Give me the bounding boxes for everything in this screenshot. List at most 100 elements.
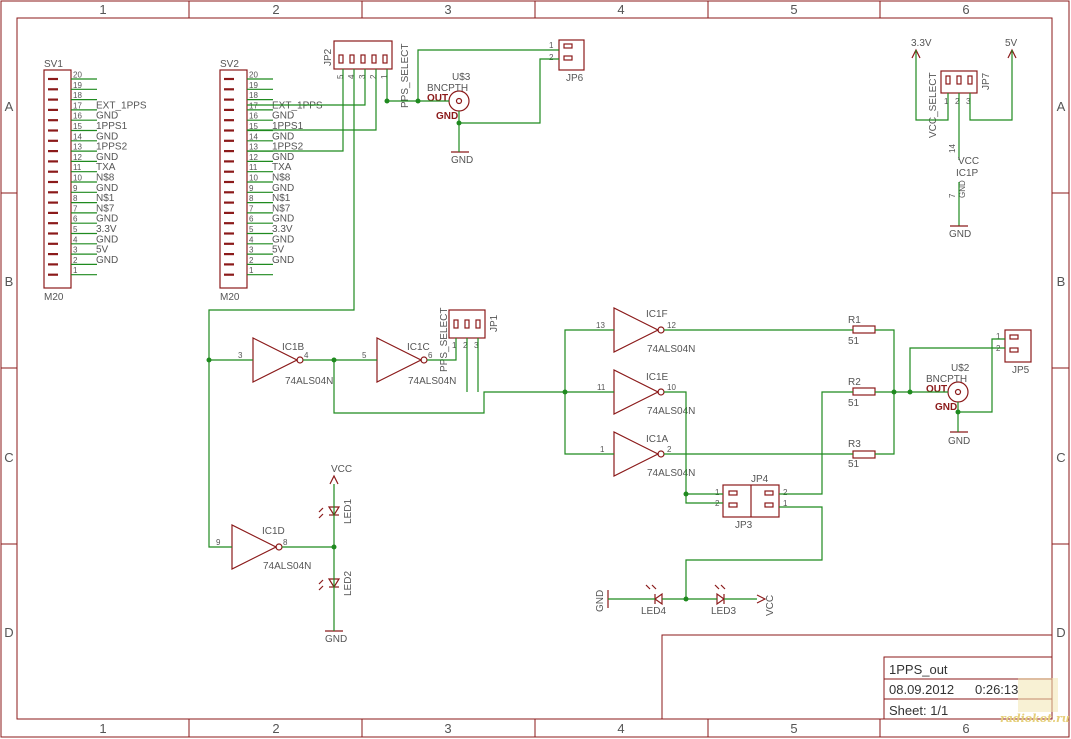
u2-gnd-pin: GND <box>935 402 957 413</box>
jp7-pin: 2 <box>955 97 960 106</box>
gnd-symbol-bottom: GND <box>595 590 609 612</box>
u2-out: OUT <box>926 384 947 395</box>
jumper-jp7: 1 2 3 JP7 VCC_SELECT 3.3V 5V <box>911 38 1018 160</box>
sv1-net-label: GND <box>96 111 118 122</box>
sv1-value: M20 <box>44 292 64 303</box>
jumper-jp4-jp3: JP4 JP3 2 1 1 2 <box>715 474 788 531</box>
jp1-pin: 1 <box>452 341 457 350</box>
vcc-symbol-bottom: VCC <box>756 594 776 616</box>
sv2-net-label: EXT_1PPS <box>272 100 323 111</box>
jp5-pin: 1 <box>996 332 1001 341</box>
gnd-label: GND <box>949 229 971 240</box>
r1-value: 51 <box>848 336 860 347</box>
sv2-net-label: GND <box>272 183 294 194</box>
column-label: 1 <box>99 721 106 736</box>
ic1p-gnd: GND <box>958 180 967 198</box>
sv2-net-label: 3.3V <box>272 224 293 235</box>
sv1-pin-number: 14 <box>73 132 82 141</box>
u3-gnd-pin: GND <box>436 111 458 122</box>
gnd-label: GND <box>595 590 606 612</box>
ic1b-value: 74ALS04N <box>285 376 333 387</box>
sv1-net-label: 5V <box>96 245 109 256</box>
sv2-value: M20 <box>220 292 240 303</box>
sv2-pin-number: 4 <box>249 235 254 244</box>
jp2-pin: 4 <box>347 74 356 79</box>
led-led3: LED3 <box>711 584 736 617</box>
sv1-pin-number: 20 <box>73 71 82 80</box>
sv2-pin-number: 11 <box>249 163 258 172</box>
jumper-jp1: JP1 PPS_SELECT 1 2 3 <box>439 308 500 372</box>
column-label: 6 <box>962 2 969 17</box>
sv1-pin-number: 13 <box>73 143 82 152</box>
sv1-net-label: GND <box>96 131 118 142</box>
sv2-pin-number: 17 <box>249 101 258 110</box>
sv2-pin-number: 20 <box>249 71 258 80</box>
column-label: 3 <box>444 2 451 17</box>
sv1-pin-number: 3 <box>73 246 78 255</box>
title-block: 1PPS_out 08.09.2012 0:26:13 Sheet: 1/1 <box>661 634 1053 720</box>
bnc-connector-u3: U$3 BNCPTH OUT GND GND <box>427 72 473 166</box>
gnd-symbol-left: GND <box>325 630 347 645</box>
led-led1: LED1 <box>318 499 354 524</box>
u2-value: BNCPTH <box>926 374 967 385</box>
jp6-pin: 1 <box>549 41 554 50</box>
jumper-jp6: 1 2 JP6 <box>549 39 585 84</box>
wires-main <box>206 329 1005 631</box>
sv2-net-label: GND <box>272 131 294 142</box>
sv1-net-label: GND <box>96 183 118 194</box>
ic1a-value: 74ALS04N <box>647 468 695 479</box>
sv2-net-label: 1PPS1 <box>272 121 304 132</box>
sv1-pin-number: 6 <box>73 215 78 224</box>
inverter-ic1d: IC1D 74ALS04N 9 8 <box>216 524 311 572</box>
date-text: 08.09.2012 <box>889 682 954 697</box>
jp4-pin: 2 <box>783 488 788 497</box>
jp2-pin: 1 <box>380 74 389 79</box>
column-label: 2 <box>272 2 279 17</box>
sv1-net-label: TXA <box>96 162 116 173</box>
r1-name: R1 <box>848 315 861 326</box>
sv1-pin-number: 11 <box>73 163 82 172</box>
sv1-net-label: N$1 <box>96 193 115 204</box>
vcc-symbol-left: VCC <box>329 464 352 485</box>
jp7-pin: 1 <box>944 97 949 106</box>
sv1-net-label: N$7 <box>96 203 115 214</box>
sv2-pin-number: 2 <box>249 256 254 265</box>
pin-number: 5 <box>362 351 367 360</box>
ic1e-name: IC1E <box>646 372 669 383</box>
r2-value: 51 <box>848 398 860 409</box>
sv2-net-label: GND <box>272 255 294 266</box>
supply-3v3: 3.3V <box>911 38 932 49</box>
ic1p-gnd-pin: 7 <box>948 193 957 198</box>
ic1c-value: 74ALS04N <box>408 376 456 387</box>
pin-number: 1 <box>600 445 605 454</box>
wires-top <box>208 49 559 360</box>
sv1-pin-number: 5 <box>73 225 78 234</box>
power-unit-ic1p: 14 VCC IC1P 7 GND GND <box>948 144 979 240</box>
ic1f-value: 74ALS04N <box>647 344 695 355</box>
ic1d-name: IC1D <box>262 526 285 537</box>
row-label: B <box>5 274 14 289</box>
pps-select-net: PPS_SELECT <box>400 44 411 108</box>
sv2-pin-number: 9 <box>249 184 254 193</box>
sv1-pin-number: 18 <box>73 91 82 100</box>
pin-number: 6 <box>428 351 433 360</box>
sv1-name: SV1 <box>44 59 63 70</box>
row-label: B <box>1057 274 1066 289</box>
inverter-ic1a: IC1A 74ALS04N 1 2 <box>600 431 695 479</box>
watermark-logo: radiokot.ru <box>1000 678 1070 725</box>
inverter-ic1f: IC1F 74ALS04N 13 12 <box>596 307 695 355</box>
sv1-pin-number: 16 <box>73 112 82 121</box>
row-labels-right: A B C D <box>1056 99 1065 640</box>
led3-name: LED3 <box>711 606 736 617</box>
sv2-pin-number: 1 <box>249 266 254 275</box>
vcc-label: VCC <box>765 595 776 616</box>
sv2-net-label: N$8 <box>272 173 291 184</box>
column-label: 5 <box>790 2 797 17</box>
pin-number: 13 <box>596 321 605 330</box>
sv2-pin-number: 12 <box>249 153 258 162</box>
column-label: 6 <box>962 721 969 736</box>
